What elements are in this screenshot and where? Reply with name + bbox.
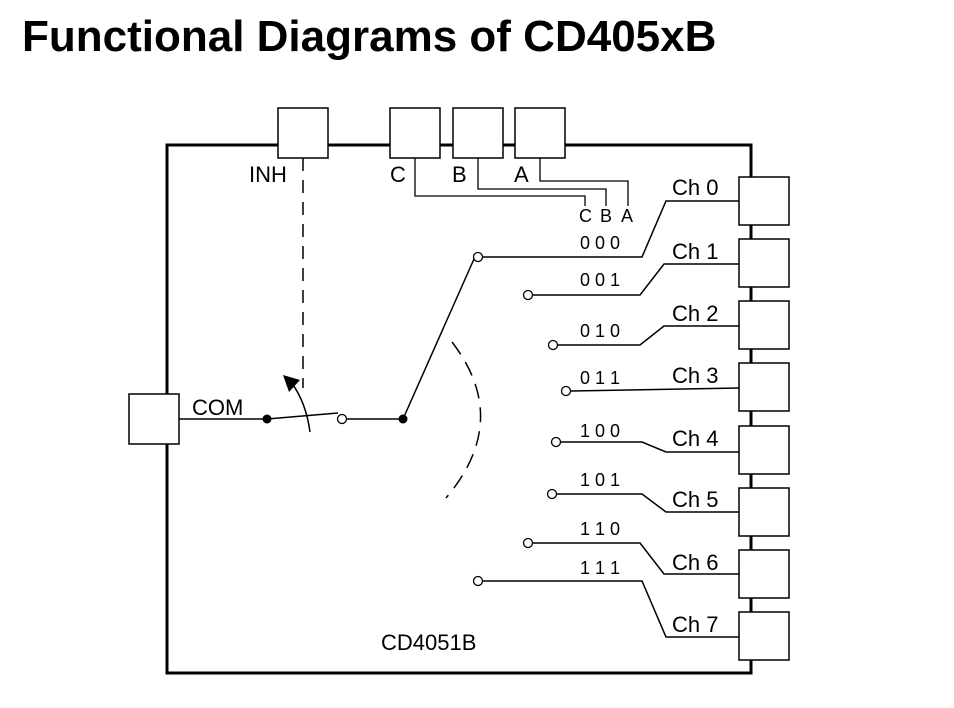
com-pin-box (128, 393, 180, 445)
inhibit-arrow-head (283, 375, 300, 392)
ch7-label: Ch 7 (672, 612, 718, 637)
ch4-contact (550, 436, 562, 448)
inh-label: INH (249, 162, 287, 187)
com-label: COM (192, 395, 243, 420)
ch1-contact (522, 289, 534, 301)
ch4-label: Ch 4 (672, 426, 718, 451)
ch6-line (533, 542, 739, 575)
ch0-code: 0 0 0 (580, 233, 620, 253)
select-header-c: C (579, 206, 592, 226)
ch4-code: 1 0 0 (580, 421, 620, 441)
channel-group: 0 0 0 Ch 0 0 0 1 Ch 1 0 1 0 Ch 2 0 1 1 C… (472, 175, 790, 661)
ch7-line (483, 580, 739, 638)
ch0-label: Ch 0 (672, 175, 718, 200)
ch6-contact (522, 537, 534, 549)
a-select-line (539, 158, 629, 206)
a-pin-box (514, 107, 566, 159)
ch7-pin-box (738, 611, 790, 661)
ch2-label: Ch 2 (672, 301, 718, 326)
ch6-label: Ch 6 (672, 550, 718, 575)
c-select-line (414, 158, 586, 206)
selector-rotation-arc (445, 341, 482, 499)
b-select-line (477, 158, 607, 206)
ch5-pin-box (738, 487, 790, 537)
ch2-code: 0 1 0 (580, 321, 620, 341)
b-pin-box (452, 107, 504, 159)
ch5-label: Ch 5 (672, 487, 718, 512)
ch5-code: 1 0 1 (580, 470, 620, 490)
chip-name-label: CD4051B (381, 630, 476, 655)
select-header-a: A (621, 206, 633, 226)
selector-wiper (402, 258, 475, 420)
page-title: Functional Diagrams of CD405xB (22, 12, 717, 61)
ch3-line (570, 387, 740, 392)
ch6-code: 1 1 0 (580, 519, 620, 539)
ch2-contact (547, 339, 559, 351)
ch7-code: 1 1 1 (580, 558, 620, 578)
ch7-contact (472, 575, 484, 587)
ch3-pin-box (738, 362, 790, 412)
ch0-line (483, 200, 739, 258)
ch1-line (533, 263, 739, 296)
ch4-line (561, 441, 739, 453)
ch1-label: Ch 1 (672, 239, 718, 264)
inh-pin-box (277, 107, 329, 159)
ch3-code: 0 1 1 (580, 368, 620, 388)
ch3-contact (560, 385, 572, 397)
inhibit-switch-blade (266, 412, 339, 420)
ch6-pin-box (738, 549, 790, 599)
ch1-pin-box (738, 238, 790, 288)
a-label: A (514, 162, 529, 187)
ch0-contact (472, 251, 484, 263)
inhibit-arrow (290, 381, 311, 433)
ch5-contact (546, 488, 558, 500)
ch1-code: 0 0 1 (580, 270, 620, 290)
ch2-pin-box (738, 300, 790, 350)
ch3-label: Ch 3 (672, 363, 718, 388)
c-pin-box (389, 107, 441, 159)
select-header-b: B (600, 206, 612, 226)
ch5-line (557, 493, 739, 513)
inhibit-switch-contact (336, 413, 348, 425)
ch2-line (558, 325, 739, 346)
ch4-pin-box (738, 425, 790, 475)
ch0-pin-box (738, 176, 790, 226)
chip-body (165, 143, 753, 675)
b-label: B (452, 162, 467, 187)
c-label: C (390, 162, 406, 187)
